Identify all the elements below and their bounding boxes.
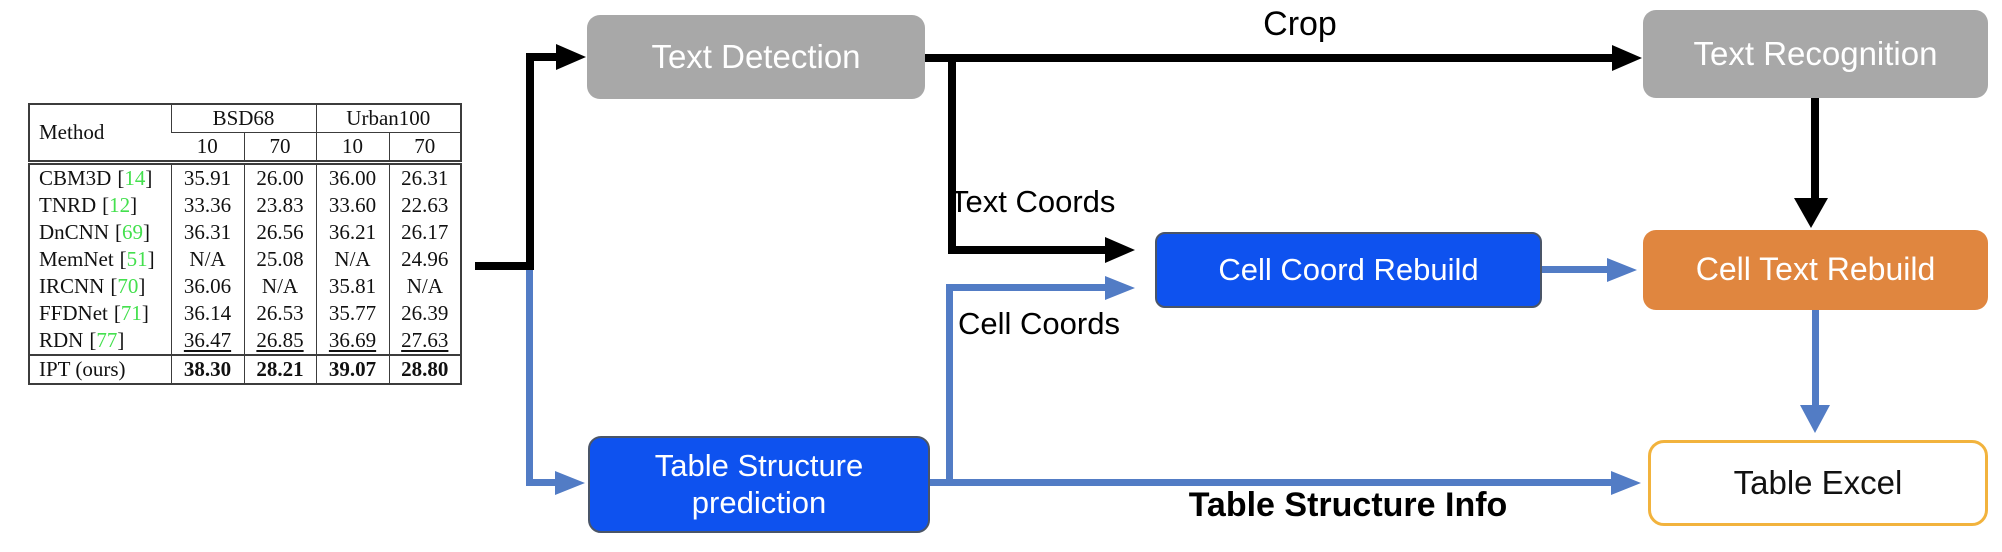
arrowhead-into-cell-text: [1607, 258, 1637, 282]
node-text-recognition: Text Recognition: [1643, 10, 1988, 98]
arrowhead-into-table-excel-top: [1800, 405, 1830, 433]
node-table-structure-prediction: Table Structure prediction: [588, 436, 930, 533]
node-cell-coord-rebuild: Cell Coord Rebuild: [1155, 232, 1542, 308]
subcol-70: 70: [388, 132, 462, 163]
col-header-method: Method: [39, 120, 105, 144]
edge-ccr-to-ctr-line: [1542, 266, 1608, 273]
subcol-70: 70: [243, 132, 317, 163]
arrowhead-into-text-detection: [556, 44, 586, 70]
arrowhead-into-cell-text-rebuild: [1794, 198, 1828, 228]
arrowhead-into-text-recognition: [1612, 45, 1642, 71]
edge-recognition-down-line: [1811, 98, 1819, 200]
input-table-image: Method BSD68 Urban100 10 70 10 70 CBM3D[…: [28, 103, 463, 385]
node-text-detection: Text Detection: [587, 15, 925, 99]
col-header-urban100: Urban100: [315, 104, 462, 133]
col-header-bsd68: BSD68: [170, 104, 317, 133]
edge-label-cell-coords: Cell Coords: [958, 306, 1120, 341]
table-header-row: Method BSD68 Urban100: [29, 104, 462, 144]
edge-down-to-tsp-line: [526, 270, 533, 483]
edge-up-to-detection-line: [526, 53, 534, 270]
subcol-10: 10: [315, 132, 390, 163]
arrowhead-cell-coords: [1105, 276, 1135, 300]
node-table-excel: Table Excel: [1648, 440, 1988, 526]
edge-cell-coords-vline: [946, 284, 953, 479]
edge-down-to-tsp-line: [526, 479, 558, 486]
edge-label-text-coords: Text Coords: [950, 184, 1116, 219]
edge-up-to-detection-line: [526, 53, 560, 61]
edge-ctr-to-excel-line: [1812, 310, 1819, 407]
node-cell-text-rebuild: Cell Text Rebuild: [1643, 230, 1988, 310]
edge-text-coords-hline: [948, 246, 1106, 254]
edge-table-out-line: [475, 262, 531, 270]
arrowhead-into-table-excel-left: [1611, 471, 1641, 495]
arrowhead-text-coords: [1105, 237, 1135, 263]
edge-structure-info-line: [930, 479, 1612, 486]
table-subheader-row: 10 70 10 70: [29, 132, 462, 163]
arrowhead-into-tsp: [555, 471, 585, 495]
results-table: Method BSD68 Urban100 10 70 10 70 CBM3D[…: [28, 103, 463, 385]
edge-text-coords-vline: [948, 54, 956, 254]
subcol-10: 10: [196, 134, 218, 158]
edge-cell-coords-hline: [946, 284, 1106, 291]
edge-crop-line: [925, 54, 1613, 62]
edge-label-table-structure-info: Table Structure Info: [1188, 486, 1508, 524]
edge-label-crop: Crop: [1263, 5, 1337, 43]
